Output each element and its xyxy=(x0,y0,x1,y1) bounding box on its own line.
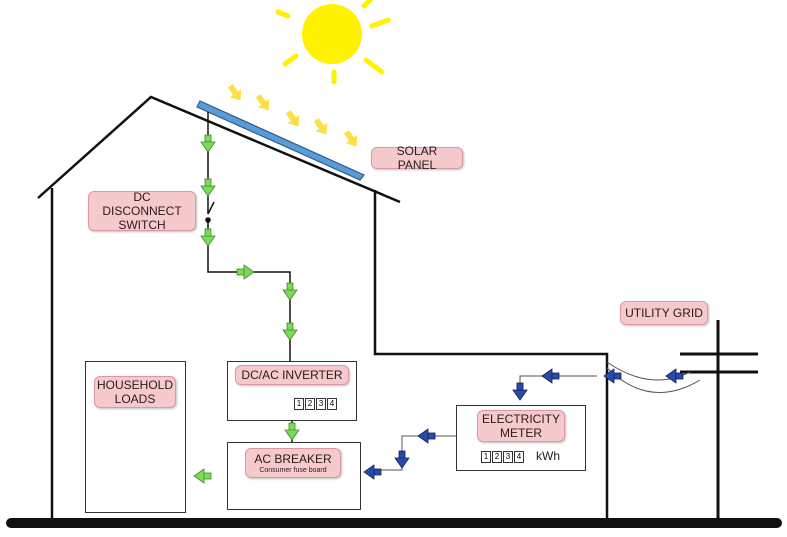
utility-pole xyxy=(680,320,758,520)
ac-breaker-title: AC BREAKER xyxy=(254,451,332,466)
dc-ac-inverter-label: DC/AC INVERTER xyxy=(235,365,349,385)
utility-grid-label: UTILITY GRID xyxy=(620,301,708,325)
inverter-digit: 2 xyxy=(305,398,315,410)
ac-breaker-subtitle: Consumer fuse board xyxy=(259,466,327,474)
inverter-digit: 4 xyxy=(327,398,337,410)
ground-line xyxy=(6,518,782,528)
meter-digit: 3 xyxy=(503,451,513,463)
dc-disconnect-label: DC DISCONNECT SWITCH xyxy=(88,190,196,232)
meter-digit: 4 xyxy=(514,451,524,463)
household-loads-label: HOUSEHOLD LOADS xyxy=(94,376,176,408)
dc-flow-arrows xyxy=(193,134,300,484)
ac-breaker-label: AC BREAKER Consumer fuse board xyxy=(245,448,341,478)
solar-panel-label: SOLAR PANEL xyxy=(371,144,463,172)
inverter-digit: 1 xyxy=(294,398,304,410)
inverter-counter: 1 2 3 4 xyxy=(294,398,337,410)
house-outline xyxy=(37,95,609,520)
meter-digit: 2 xyxy=(492,451,502,463)
meter-unit: kWh xyxy=(536,449,560,463)
sun xyxy=(275,0,391,85)
meter-counter: 1 2 3 4 xyxy=(481,451,524,463)
inverter-digit: 3 xyxy=(316,398,326,410)
solar-panel xyxy=(196,100,365,181)
electricity-meter-label: ELECTRICITY METER xyxy=(477,410,565,442)
meter-digit: 1 xyxy=(481,451,491,463)
sun-rays xyxy=(224,81,363,151)
